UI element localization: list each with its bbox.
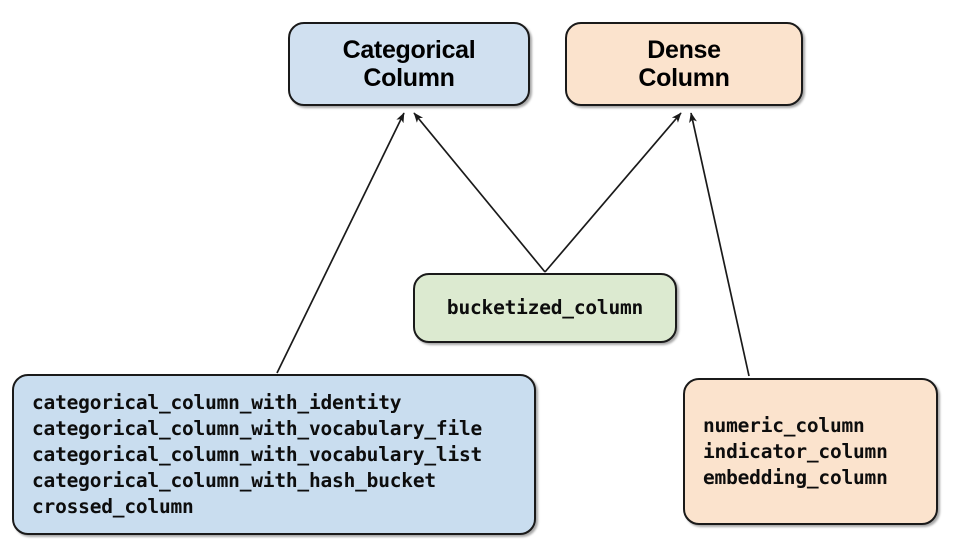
list-item: crossed_column <box>32 494 194 518</box>
edge-bucketized-to-dense <box>544 112 682 273</box>
edge-bucketized-to-categorical <box>413 112 546 273</box>
categorical-functions-list: categorical_column_with_identity categor… <box>14 390 482 520</box>
categorical-column-label: Categorical Column <box>343 36 476 92</box>
list-item: categorical_column_with_identity <box>32 390 402 414</box>
node-bucketized-column[interactable]: bucketized_column <box>413 273 677 343</box>
list-item: indicator_column <box>703 439 888 463</box>
node-categorical-functions[interactable]: categorical_column_with_identity categor… <box>12 374 536 535</box>
list-item: numeric_column <box>703 413 865 437</box>
edge-categorical-functions-to-categorical <box>276 112 405 374</box>
categorical-column-label-line2: Column <box>363 64 455 92</box>
node-dense-column[interactable]: Dense Column <box>565 22 803 106</box>
node-dense-functions[interactable]: numeric_column indicator_column embeddin… <box>683 378 938 525</box>
edge-dense-functions-to-dense <box>689 112 750 377</box>
list-item: categorical_column_with_vocabulary_list <box>32 442 483 466</box>
dense-column-label-line2: Column <box>638 64 730 92</box>
list-item: embedding_column <box>703 465 888 489</box>
list-item: categorical_column_with_hash_bucket <box>32 468 436 492</box>
list-item: categorical_column_with_vocabulary_file <box>32 416 483 440</box>
dense-column-label: Dense Column <box>638 36 730 92</box>
categorical-column-label-line1: Categorical <box>342 36 476 64</box>
dense-functions-list: numeric_column indicator_column embeddin… <box>685 413 888 491</box>
dense-column-label-line1: Dense <box>647 36 721 64</box>
bucketized-column-label: bucketized_column <box>446 296 644 320</box>
node-categorical-column[interactable]: Categorical Column <box>288 22 530 106</box>
